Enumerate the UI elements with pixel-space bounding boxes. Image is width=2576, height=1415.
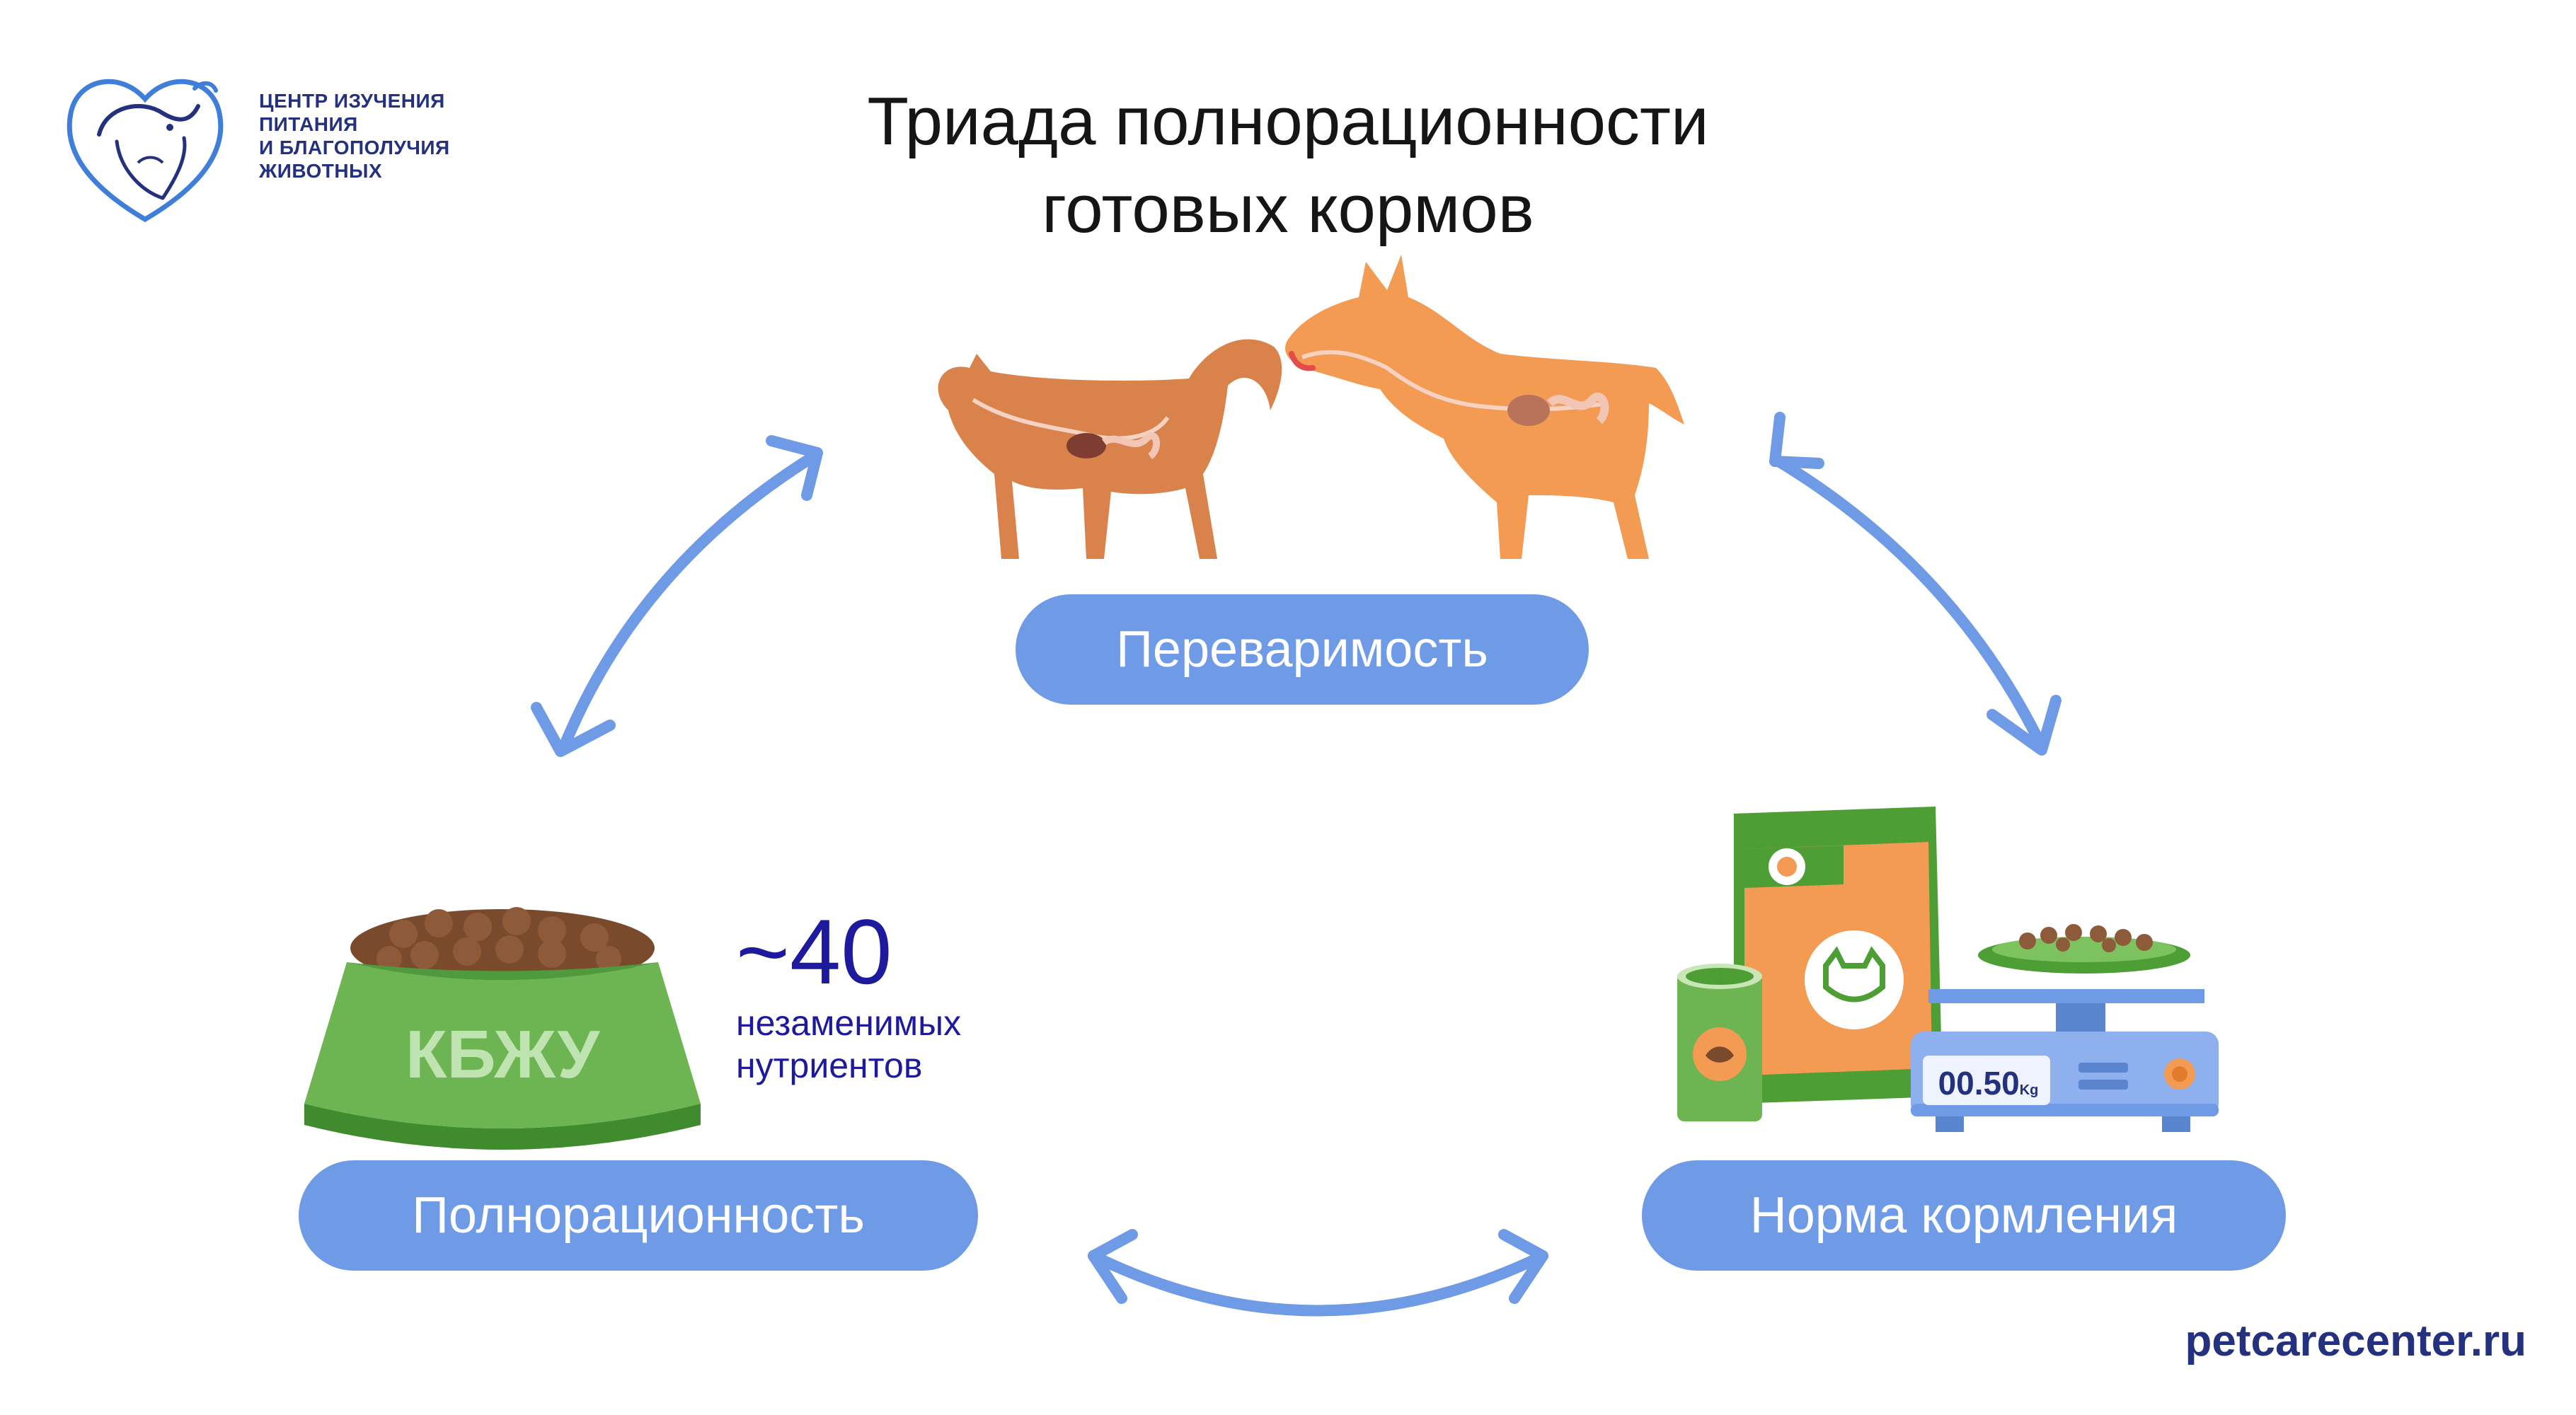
stat-label: незаменимых нутриентов <box>736 1002 961 1087</box>
arrow-top-right <box>1769 412 2062 756</box>
logo-line: и благополучия <box>259 137 450 158</box>
logo-text: Центр изучения питания и благополучия жи… <box>259 89 514 183</box>
kitchen-scale-icon <box>1911 924 2219 1132</box>
scale-unit: Kg <box>2019 1082 2039 1098</box>
logo-line: питания <box>259 113 358 135</box>
arrow-left-top <box>531 435 823 757</box>
dog-anatomy-icon <box>1285 255 1684 559</box>
food-bag-icon <box>1734 807 1943 1104</box>
node-feeding-rate: Норма кормления <box>1642 1160 2286 1271</box>
stat-number: ~40 <box>736 900 892 1003</box>
food-and-scale-illustration <box>1677 807 2219 1132</box>
bowl-label: КБЖУ <box>405 1017 600 1092</box>
title-line-1: Триада полнорационности <box>867 83 1709 159</box>
logo-line: животных <box>259 160 383 182</box>
node-completeness: Полнорационность <box>299 1160 978 1271</box>
page-title: Триада полнорационности готовых кормов <box>637 78 1939 253</box>
node-digestibility: Переваримость <box>1016 594 1589 705</box>
logo-line: Центр изучения <box>259 90 445 112</box>
food-can-icon <box>1677 964 1762 1121</box>
cat-anatomy-icon <box>938 339 1282 559</box>
logo-dog-cat-icon <box>67 79 224 223</box>
website-link[interactable]: petcarecenter.ru <box>2185 1317 2526 1365</box>
animals-anatomy-illustration <box>938 255 1684 559</box>
arrow-bottom <box>1088 1229 1548 1317</box>
scale-readout: 00.50Kg <box>1926 1061 2050 1105</box>
scale-value: 00.50 <box>1938 1065 2020 1102</box>
title-line-2: готовых кормов <box>1042 171 1534 247</box>
food-bowl-icon <box>304 907 701 1150</box>
stat-label-line-2: нутриентов <box>736 1046 923 1085</box>
stat-label-line-1: незаменимых <box>736 1003 962 1043</box>
